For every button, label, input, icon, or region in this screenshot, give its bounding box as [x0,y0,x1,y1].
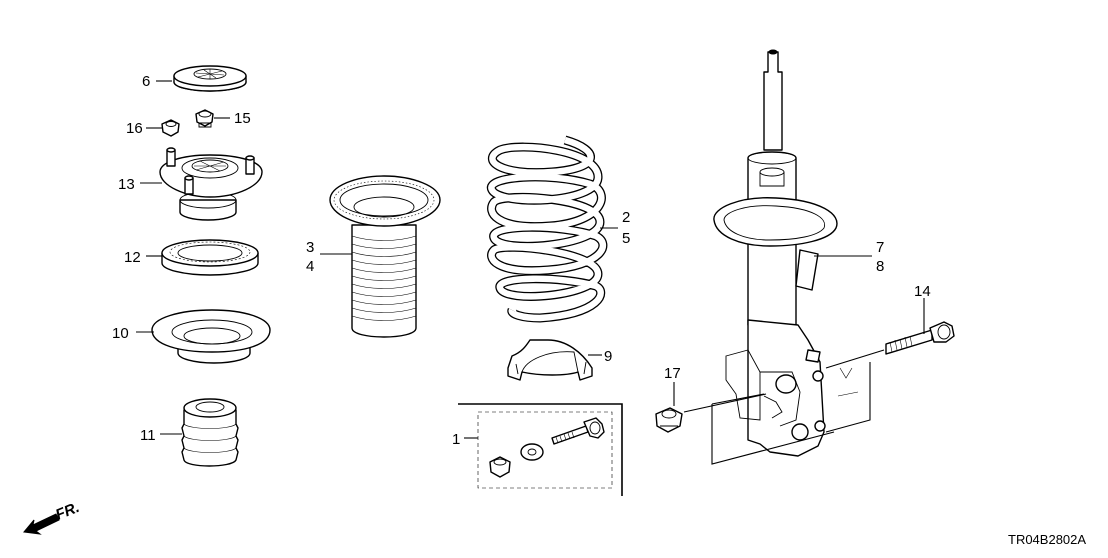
callout-13: 13 [118,176,135,193]
callout-14: 14 [914,283,931,300]
part-6-mount-cap [173,65,247,92]
callout-4: 4 [306,258,314,275]
callout-12: 12 [124,249,141,266]
part-1-bolt-kit [458,403,623,496]
callout-11: 11 [140,427,156,444]
callout-9: 9 [604,348,612,365]
callout-5: 5 [622,230,630,247]
part-15-flange-nut [195,109,214,128]
part-13-mount-base [159,147,263,221]
part-3-4-dust-boot [329,175,441,338]
part-9-spring-insulator [507,339,593,381]
callout-17: 17 [664,365,681,382]
part-12-bearing [161,239,259,276]
part-11-bump-stop [181,398,239,467]
part-14-bolt [885,321,955,355]
callout-8: 8 [876,258,884,275]
direction-label: FR. [53,499,82,524]
callout-2: 2 [622,209,630,226]
part-7-8-strut [713,49,859,457]
callout-1: 1 [452,431,460,448]
assembly-leader-lines [683,349,885,465]
callout-15: 15 [234,110,251,127]
front-direction-arrow-icon [23,513,60,535]
part-10-spring-seat [151,309,271,364]
part-17-nut [655,407,683,433]
callout-7: 7 [876,239,884,256]
callout-3: 3 [306,239,314,256]
part-16-nut [161,119,180,137]
callout-16: 16 [126,120,143,137]
callout-10: 10 [112,325,129,342]
part-2-5-coil-spring [486,135,608,323]
callout-6: 6 [142,73,150,90]
reference-code: TR04B2802A [1008,532,1086,547]
